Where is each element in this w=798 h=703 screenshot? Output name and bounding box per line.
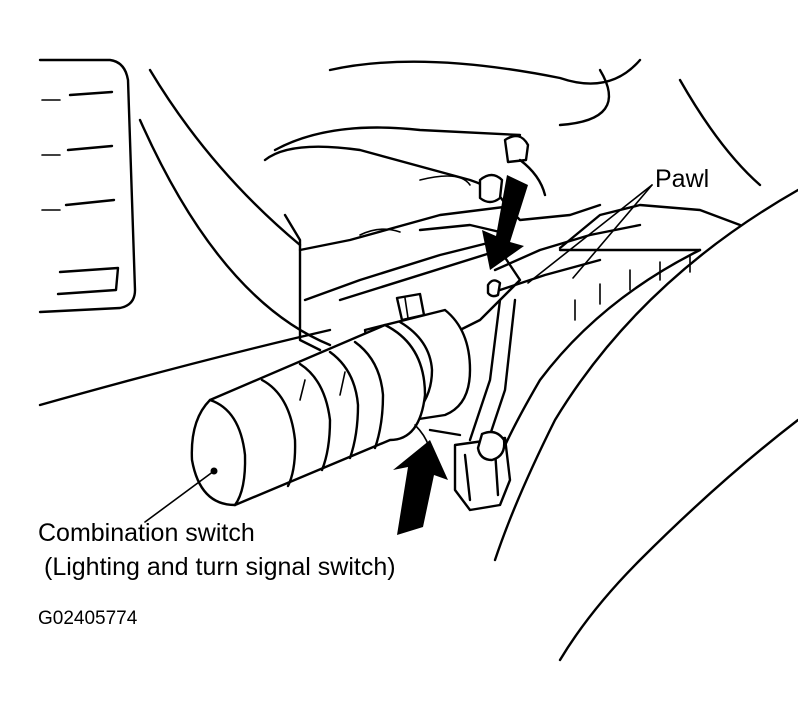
down-arrow	[482, 175, 528, 270]
combination-switch-leader-line	[144, 467, 218, 523]
pawl-clips	[468, 223, 642, 452]
combination-switch-label: Combination switch	[38, 519, 255, 547]
combination-switch-lever	[190, 308, 472, 507]
steering-wheel-rim	[493, 188, 798, 662]
lower-connector-bracket	[414, 424, 512, 512]
pawl-leader-lines	[527, 184, 653, 284]
column-bolt	[395, 292, 426, 322]
dashboard-vent-panel	[38, 58, 137, 314]
figure-code: G02405774	[38, 608, 138, 629]
combination-switch-sublabel: (Lighting and turn signal switch)	[44, 553, 396, 581]
up-arrow	[393, 440, 448, 535]
dashboard-outline	[38, 58, 762, 407]
pawl-label: Pawl	[655, 165, 710, 193]
column-cover	[263, 134, 602, 352]
